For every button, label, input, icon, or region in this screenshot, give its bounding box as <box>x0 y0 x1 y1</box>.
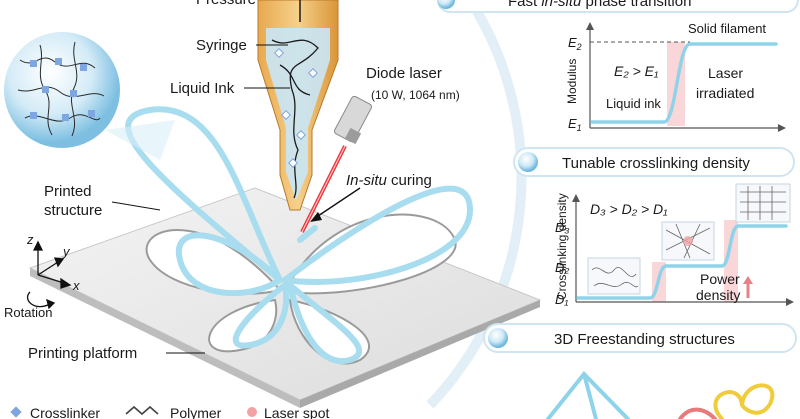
panel2-density: density <box>696 287 740 303</box>
panel1-ylabel: Modulus <box>565 59 579 104</box>
label-liquid-ink: Liquid Ink <box>170 80 235 97</box>
density-curve <box>576 224 788 300</box>
curing-arrow-head <box>310 212 322 222</box>
panel1-irradiated: irradiated <box>696 85 754 101</box>
panel1-solid-filament: Solid filament <box>688 21 766 36</box>
panel2-d2: D₂ <box>555 260 569 275</box>
axis-z-label: z <box>26 232 34 247</box>
panel1-title-pill: Fast in-situ phase transition <box>437 0 799 13</box>
power-up-arrow-head <box>743 276 753 284</box>
panel1-title-a: Fast <box>508 0 541 10</box>
in-situ-italic: In-situ <box>346 172 388 189</box>
panel2-bullet-icon <box>518 152 538 172</box>
crosslinker-icon <box>10 406 22 418</box>
panel2-ylabel: Crosslinking density <box>555 193 569 300</box>
svg-text:Fast in-situ phase transition: Fast in-situ phase transition <box>508 0 691 10</box>
curing-arrow <box>314 187 361 219</box>
curing-text: curing <box>387 172 432 189</box>
label-printed: Printed <box>44 183 92 200</box>
panel1-inequality: E₂ > E₁ <box>614 63 659 79</box>
legend-polymer: Polymer <box>170 405 222 419</box>
panel2-title-pill: Tunable crosslinking density <box>513 147 795 177</box>
label-structure: structure <box>44 202 102 219</box>
panel1-title-c: phase transition <box>581 0 691 10</box>
printed-filament <box>125 106 474 365</box>
coordinate-axes <box>26 240 72 310</box>
panel2-inequality: D₃ > D₂ > D₁ <box>590 201 668 217</box>
label-syringe: Syringe <box>196 37 247 54</box>
panel1-e1: E1 <box>568 116 582 133</box>
diode-laser <box>300 95 373 233</box>
panel2-highlight-2 <box>724 220 738 302</box>
inset-high-density <box>735 183 791 223</box>
panel2-title: Tunable crosslinking density <box>562 155 750 172</box>
panel1-laser: Laser <box>708 65 743 81</box>
label-diode-laser: Diode laser <box>366 65 442 82</box>
leader-printed <box>111 201 161 211</box>
panel3-title: 3D Freestanding structures <box>554 331 735 348</box>
legend-crosslinker: Crosslinker <box>30 405 100 419</box>
panel1-e2: E2 <box>568 35 582 52</box>
label-pressure: Pressure <box>196 0 256 8</box>
panel1-bullet-icon <box>437 0 455 9</box>
label-in-situ-curing: In-situ curing <box>346 172 432 189</box>
modulus-curve <box>590 42 778 124</box>
pyramid-structure <box>546 370 630 419</box>
syringe <box>257 0 339 211</box>
modulus-chart: Solid filament E2 E1 E₂ > E₁ Laser irrad… <box>565 21 786 133</box>
label-rotation: Rotation <box>4 305 52 320</box>
panel3-title-pill: 3D Freestanding structures <box>483 323 797 353</box>
butterfly-structure <box>713 383 775 419</box>
label-laser-spec: (10 W, 1064 nm) <box>371 88 460 102</box>
axis-x-label: x <box>72 278 80 293</box>
crosslinking-chart: D₃ > D₂ > D₁ D₃ D₂ D₁ Crosslinking densi… <box>555 183 794 307</box>
platform-edge <box>30 268 300 408</box>
panel2-d1: D₁ <box>555 292 569 307</box>
inset-low-density <box>587 257 641 295</box>
legend-laser-spot: Laser spot <box>264 405 329 419</box>
freestanding-structures <box>546 370 775 419</box>
panel2-d3: D₃ <box>555 220 570 235</box>
polymer-icon <box>125 405 159 416</box>
label-platform: Printing platform <box>28 345 137 362</box>
panel2-power: Power <box>700 271 740 287</box>
background-arc <box>426 0 527 409</box>
axis-y-label: y <box>62 244 71 259</box>
panel1-title-b: in-situ <box>541 0 582 10</box>
panel3-bullet-icon <box>488 328 508 348</box>
panel1-liquid-ink: Liquid ink <box>606 96 661 111</box>
platform-edge-right <box>300 300 540 408</box>
legend: Crosslinker Polymer Laser spot <box>10 405 329 419</box>
network-orb <box>4 32 175 160</box>
laser-spot-icon <box>247 407 257 417</box>
